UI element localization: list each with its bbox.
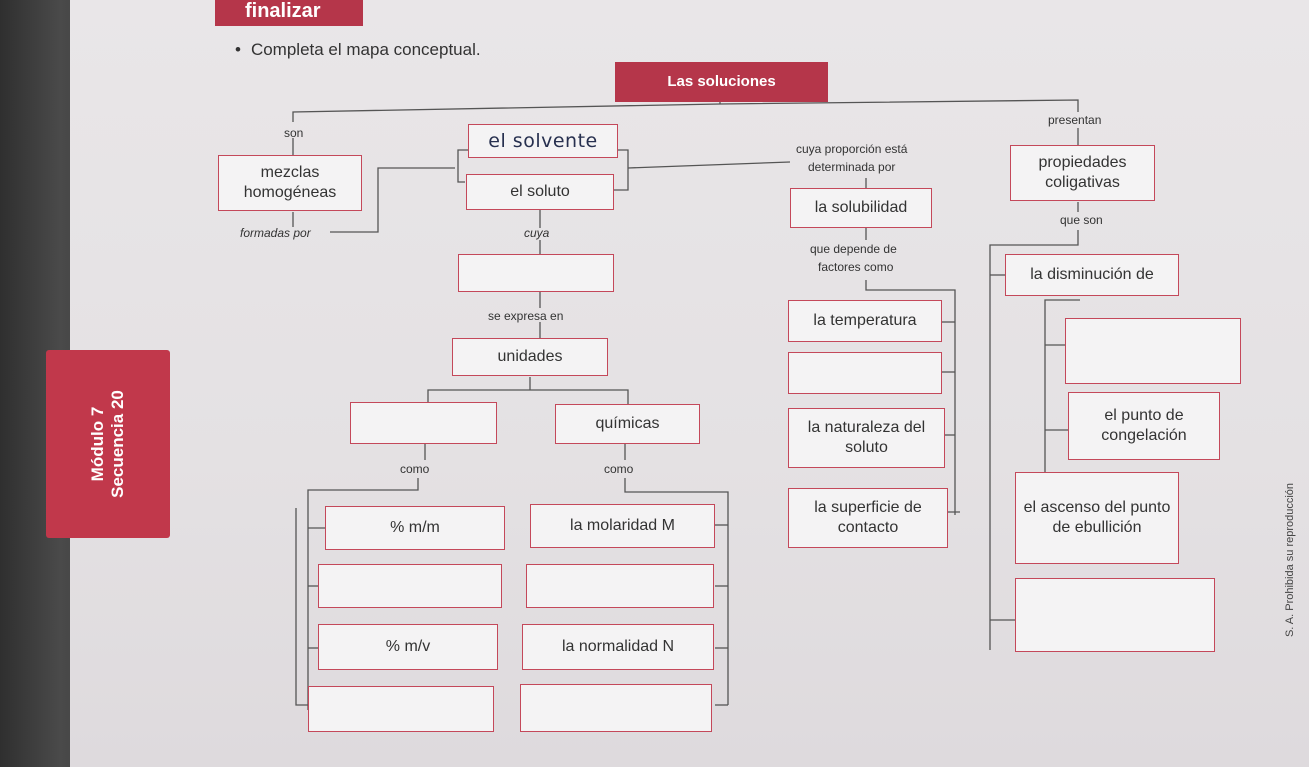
label-como-right: como <box>604 462 634 476</box>
blank-box-fisica-2[interactable] <box>318 564 502 608</box>
section-title: finalizar <box>215 0 363 26</box>
box-punto-ebullicion: el ascenso del punto de ebullición <box>1015 472 1179 564</box>
box-temperatura: la temperatura <box>788 300 942 342</box>
label-factores-como: factores como <box>818 260 894 274</box>
label-que-son: que son <box>1060 213 1103 227</box>
label-como-left: como <box>400 462 430 476</box>
blank-box-presion-vapor[interactable] <box>1065 318 1241 384</box>
label-cuya: cuya <box>524 226 550 240</box>
box-molaridad: la molaridad M <box>530 504 715 548</box>
blank-box-quimica-4[interactable] <box>520 684 712 732</box>
box-naturaleza-soluto: la naturaleza del soluto <box>788 408 945 468</box>
blank-box-cuya[interactable] <box>458 254 614 292</box>
root-concept-box: Las soluciones <box>615 62 828 102</box>
box-disminucion: la disminución de <box>1005 254 1179 296</box>
box-solubilidad: la solubilidad <box>790 188 932 228</box>
blank-box-fisica-4[interactable] <box>308 686 494 732</box>
box-soluto: el soluto <box>466 174 614 210</box>
box-unidades: unidades <box>452 338 608 376</box>
instruction-bullet: • <box>235 40 241 59</box>
box-mm: % m/m <box>325 506 505 550</box>
box-quimicas: químicas <box>555 404 700 444</box>
box-mv: % m/v <box>318 624 498 670</box>
label-cuya-proporcion: cuya proporción está <box>796 142 908 156</box>
label-que-depende: que depende de <box>810 242 897 256</box>
box-punto-congelacion: el punto de congelación <box>1068 392 1220 460</box>
instruction-text: Completa el mapa conceptual. <box>250 40 481 59</box>
blank-box-factor[interactable] <box>788 352 942 394</box>
instruction: • Completa el mapa conceptual. <box>235 40 481 60</box>
blank-box-presion-osmotica[interactable] <box>1015 578 1215 652</box>
blank-box-unidades-fisicas[interactable] <box>350 402 497 444</box>
box-propiedades-coligativas: propiedades coligativas <box>1010 145 1155 201</box>
box-mezclas-homogeneas: mezclas homogéneas <box>218 155 362 211</box>
box-normalidad: la normalidad N <box>522 624 714 670</box>
label-se-expresa: se expresa en <box>488 309 564 323</box>
top-bar-line <box>292 99 1079 122</box>
label-son: son <box>284 126 304 140</box>
module-tab: Módulo 7 Secuencia 20 <box>46 350 170 538</box>
label-presentan: presentan <box>1048 113 1102 127</box>
label-determinada-por: determinada por <box>808 160 896 174</box>
label-formadas-por: formadas por <box>240 226 311 240</box>
box-solvente-handwritten: el solvente <box>468 124 618 158</box>
box-superficie-contacto: la superficie de contacto <box>788 488 948 548</box>
blank-box-quimica-2[interactable] <box>526 564 714 608</box>
